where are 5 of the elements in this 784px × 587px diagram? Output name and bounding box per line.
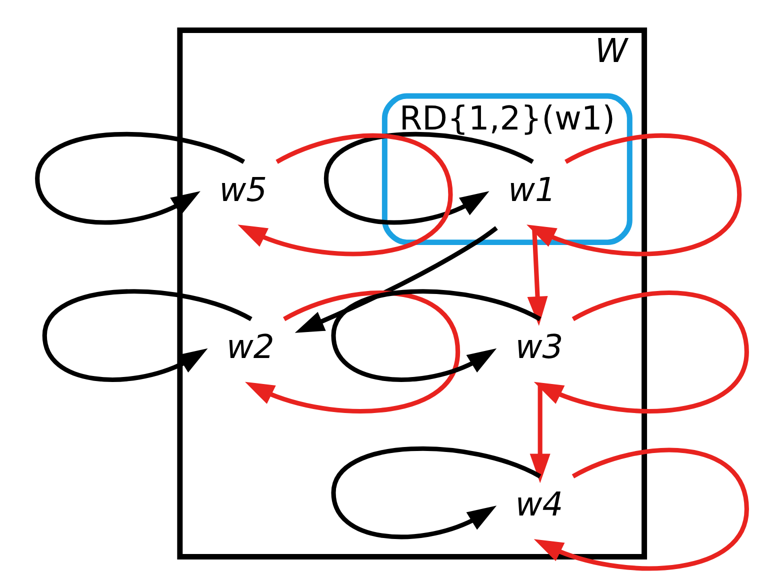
- node-text: w5: [219, 170, 268, 209]
- node-text: w2: [226, 327, 274, 366]
- node-text: w3: [515, 327, 564, 366]
- node-text: w1: [508, 170, 556, 209]
- node-text: w4: [515, 484, 564, 524]
